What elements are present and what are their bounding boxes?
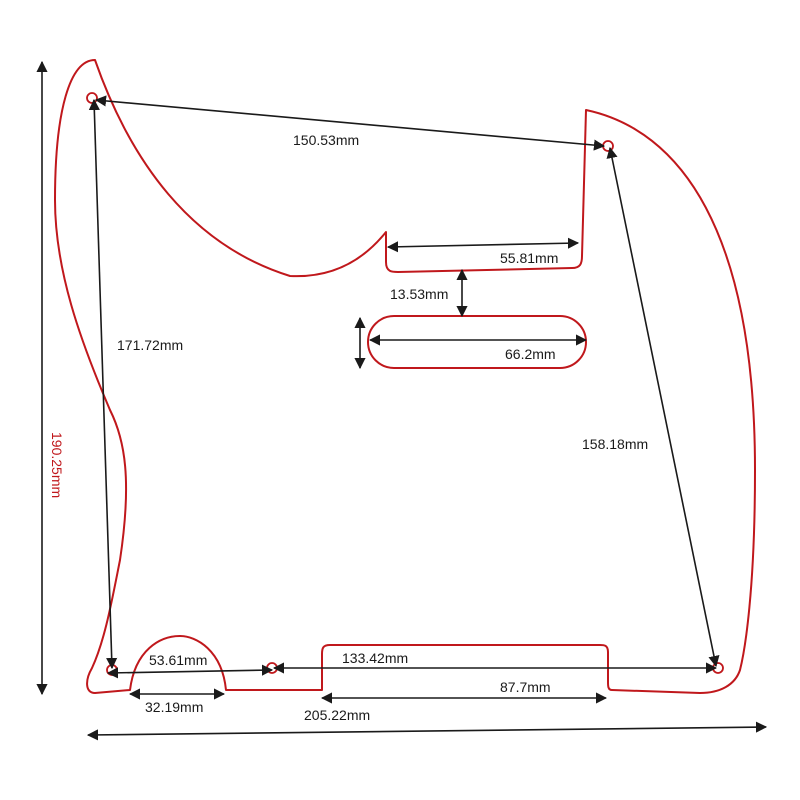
label-left-holes: 171.72mm xyxy=(117,337,183,353)
dim-line-upper-slot xyxy=(386,237,580,253)
label-semicircle-base: 32.19mm xyxy=(145,699,203,715)
label-right-holes: 158.18mm xyxy=(582,436,648,452)
label-bottom-holes: 133.42mm xyxy=(342,650,408,666)
screw-hole-top-right xyxy=(602,140,614,152)
dim-line-semicircle xyxy=(106,664,274,679)
label-total-width: 205.22mm xyxy=(304,707,370,723)
pickguard-outline xyxy=(54,59,756,694)
dim-line-top-holes xyxy=(94,95,606,151)
label-bottom-notch: 87.7mm xyxy=(500,679,551,695)
dim-line-left-holes xyxy=(88,98,118,670)
screw-hole-top-left xyxy=(86,92,98,104)
label-upper-slot: 55.81mm xyxy=(500,250,558,266)
label-slot-gap: 13.53mm xyxy=(390,286,448,302)
label-total-height: 190.25mm xyxy=(49,432,65,498)
dim-line-total-width xyxy=(86,721,768,741)
label-semicircle-arc: 53.61mm xyxy=(149,652,207,668)
dim-line-right-holes xyxy=(606,146,720,668)
label-lower-slot: 66.2mm xyxy=(505,346,556,362)
label-top-holes: 150.53mm xyxy=(293,132,359,148)
